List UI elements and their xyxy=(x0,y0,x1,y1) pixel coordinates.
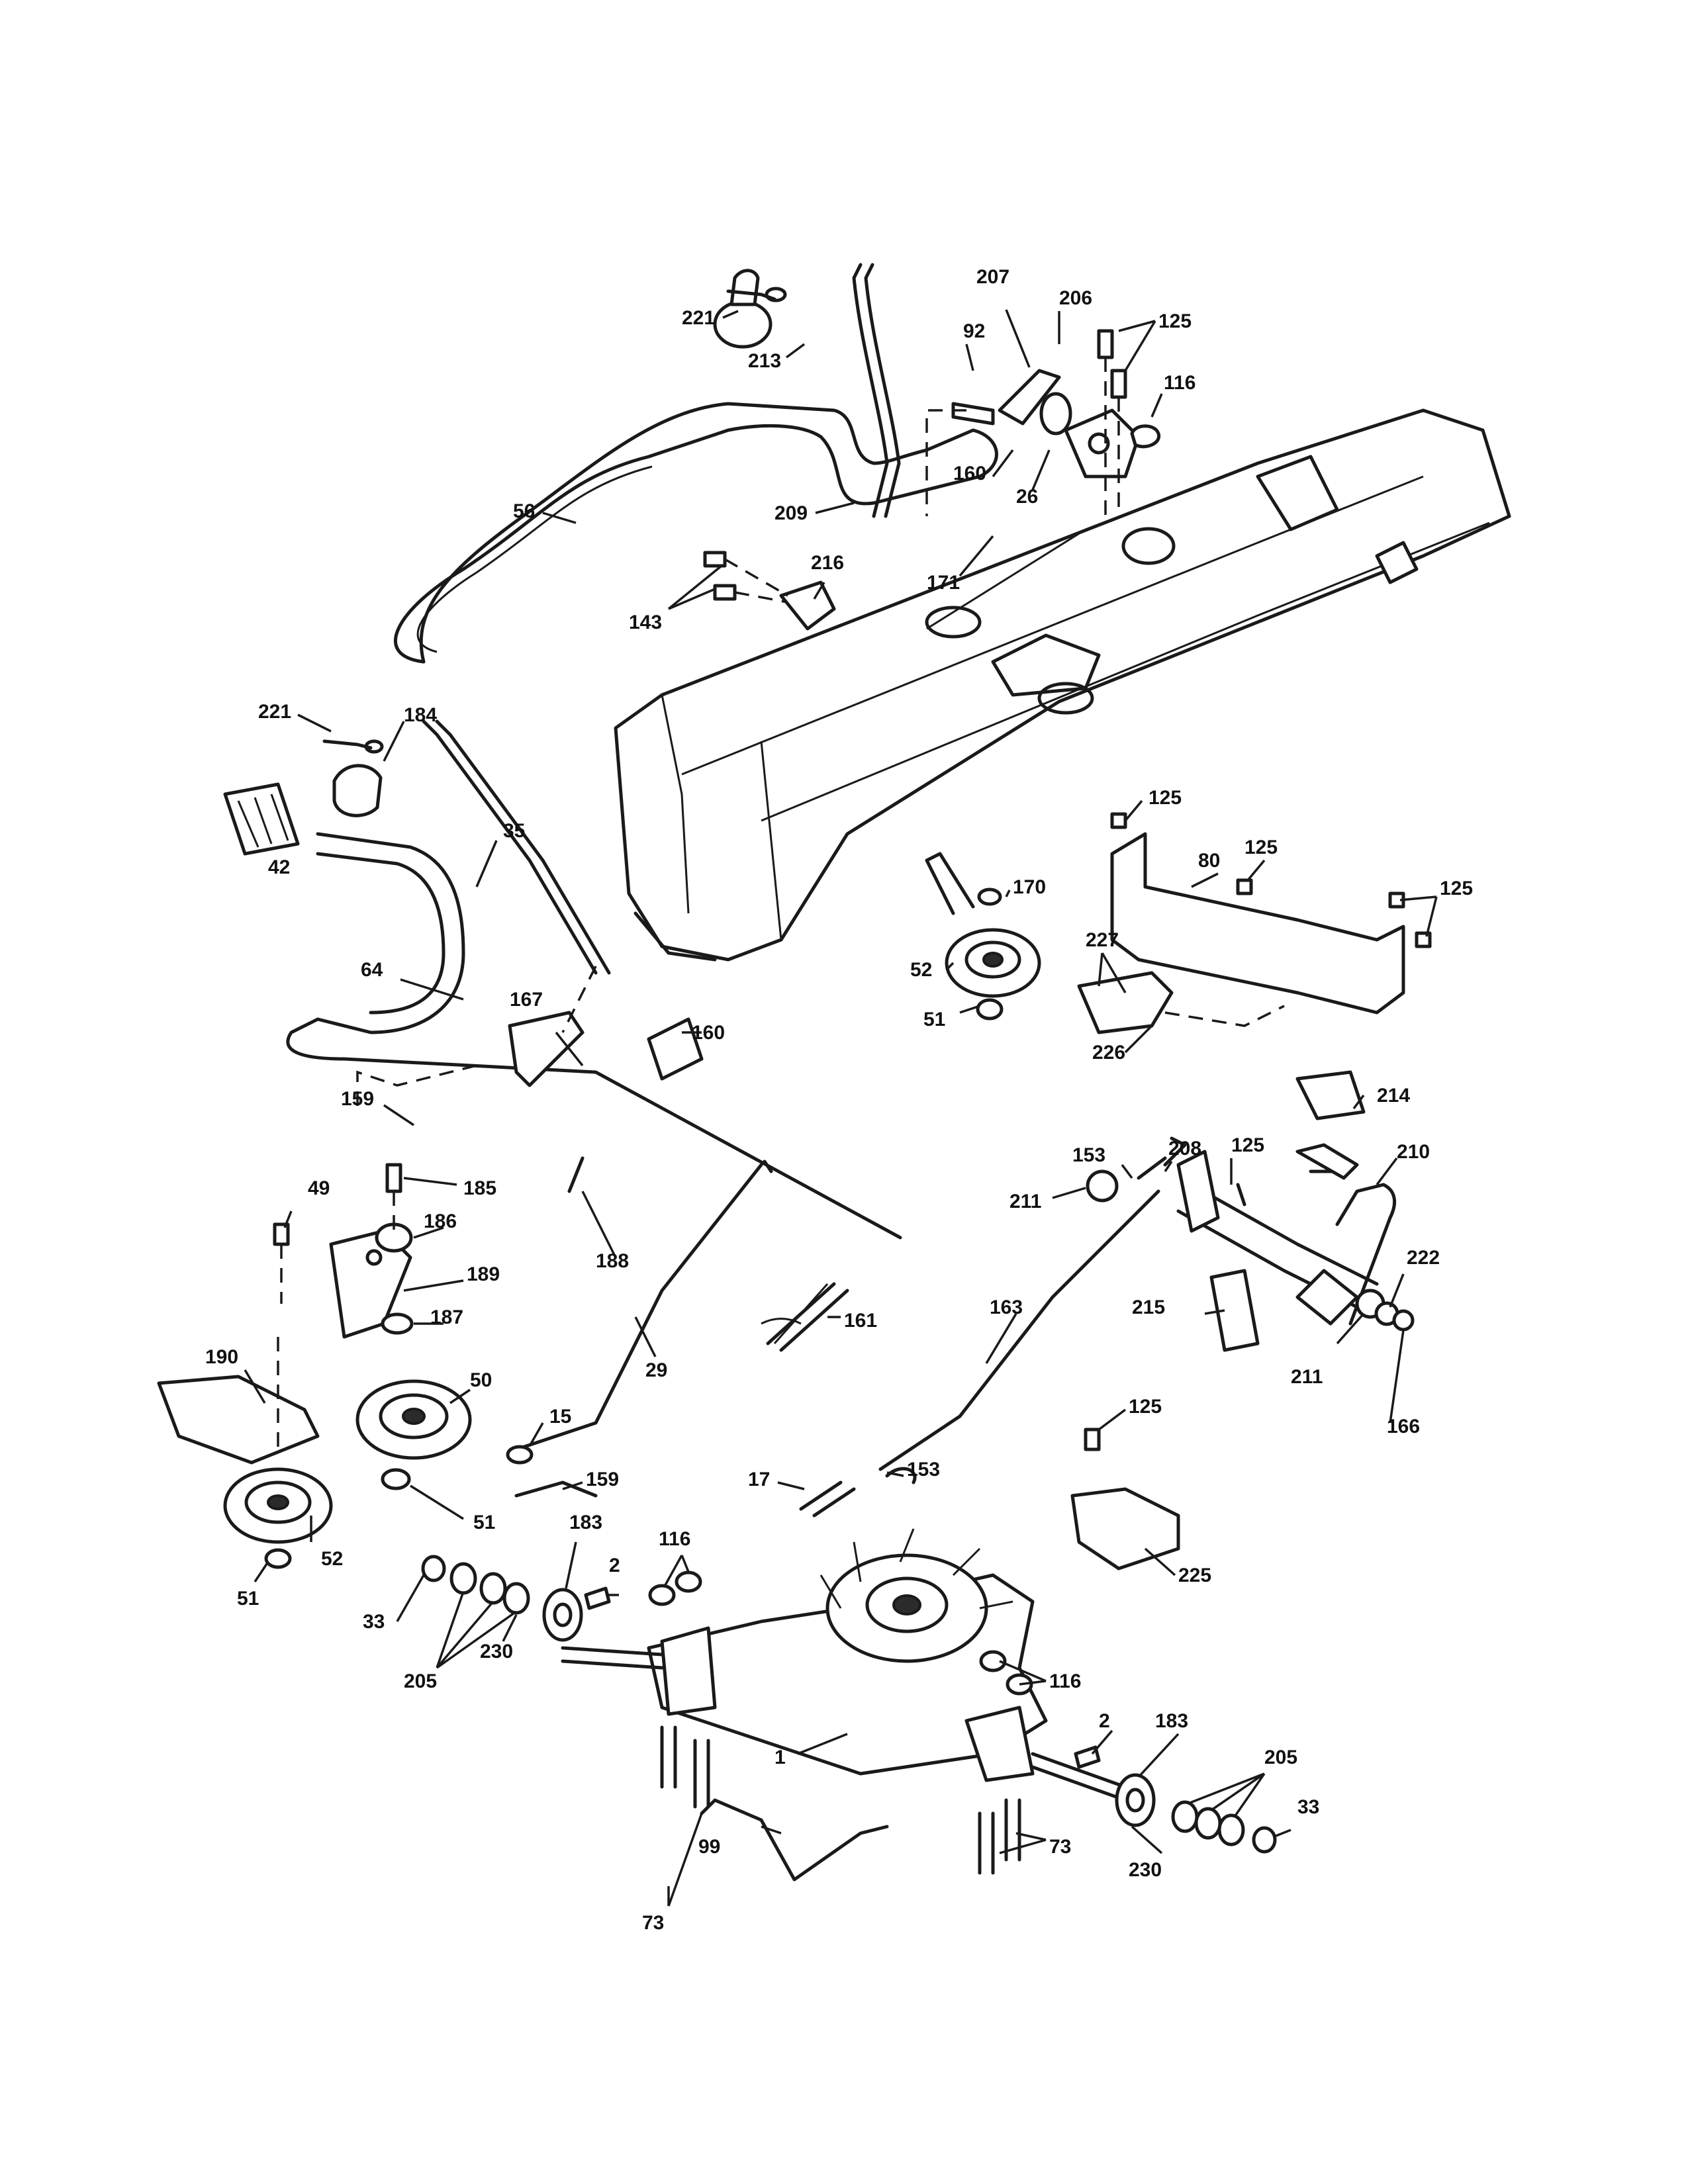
bracket-80-assembly xyxy=(1077,812,1432,1034)
callout-label: 143 xyxy=(629,612,662,633)
callout-label: 185 xyxy=(463,1177,496,1199)
callout-label: 205 xyxy=(1264,1747,1297,1768)
callout-labels: 221 213 207 92 206 125 116 160 26 56 209… xyxy=(205,266,1473,1934)
axle-hardware-right xyxy=(1074,1745,1277,1854)
callout-label: 1 xyxy=(774,1747,786,1768)
callout-label: 125 xyxy=(1158,310,1192,332)
callout-label: 2 xyxy=(1099,1710,1110,1732)
callout-label: 73 xyxy=(1049,1836,1071,1858)
callout-label: 187 xyxy=(430,1306,463,1328)
callout-label: 49 xyxy=(308,1177,330,1199)
callout-label: 159 xyxy=(341,1088,374,1110)
callout-label: 125 xyxy=(1149,787,1182,809)
callout-label: 211 xyxy=(1009,1191,1041,1212)
callout-label: 183 xyxy=(569,1512,602,1533)
callout-label: 29 xyxy=(645,1359,667,1381)
callout-label: 221 xyxy=(682,307,715,329)
callout-label: 206 xyxy=(1059,287,1092,309)
callout-label: 92 xyxy=(963,320,985,342)
callout-label: 80 xyxy=(1198,850,1220,872)
callout-label: 33 xyxy=(1297,1796,1319,1818)
callout-label: 205 xyxy=(404,1670,437,1692)
callout-label: 186 xyxy=(424,1210,457,1232)
idler-pulley-center xyxy=(925,852,1041,1021)
callout-label: 216 xyxy=(811,552,844,574)
callout-label: 153 xyxy=(907,1459,940,1480)
callout-label: 33 xyxy=(363,1611,385,1633)
callout-label: 210 xyxy=(1397,1141,1430,1163)
callout-label: 153 xyxy=(1072,1144,1105,1166)
callout-label: 227 xyxy=(1086,929,1119,951)
callout-label: 17 xyxy=(748,1469,770,1490)
callout-label: 159 xyxy=(586,1469,619,1490)
callout-label: 208 xyxy=(1168,1138,1201,1160)
callout-label: 215 xyxy=(1132,1297,1165,1318)
idler-pulleys-left xyxy=(157,1163,472,1569)
callout-label: 221 xyxy=(258,701,291,723)
callout-label: 56 xyxy=(513,500,535,522)
callout-label: 211 xyxy=(1291,1366,1323,1388)
callout-label: 226 xyxy=(1092,1042,1125,1064)
callout-label: 189 xyxy=(467,1263,500,1285)
callout-label: 42 xyxy=(268,856,290,878)
callout-label: 116 xyxy=(1049,1670,1081,1692)
callout-label: 209 xyxy=(774,502,808,524)
leader-lines xyxy=(244,309,1438,1907)
callout-label: 207 xyxy=(976,266,1009,288)
callout-label: 167 xyxy=(510,989,543,1011)
callout-label: 51 xyxy=(473,1512,495,1533)
callout-label: 52 xyxy=(910,959,932,981)
callout-label: 171 xyxy=(927,572,960,594)
callout-label: 116 xyxy=(1164,372,1196,394)
rod-99 xyxy=(700,1798,889,1882)
callout-label: 225 xyxy=(1178,1565,1211,1586)
lift-lever-assembly xyxy=(223,719,902,1240)
callout-label: 213 xyxy=(748,350,781,372)
callout-label: 26 xyxy=(1016,486,1038,508)
callout-label: 190 xyxy=(205,1346,238,1368)
callout-label: 51 xyxy=(923,1009,945,1030)
callout-label: 73 xyxy=(642,1912,664,1934)
callout-label: 170 xyxy=(1013,876,1046,898)
callout-label: 52 xyxy=(321,1548,343,1570)
callout-label: 163 xyxy=(990,1297,1023,1318)
callout-label: 161 xyxy=(844,1310,877,1332)
callout-label: 51 xyxy=(237,1588,259,1610)
callout-label: 166 xyxy=(1387,1416,1420,1437)
callout-label: 50 xyxy=(470,1369,492,1391)
rods-and-springs xyxy=(506,1156,1160,1518)
callout-label: 116 xyxy=(659,1528,690,1550)
shift-lever-assembly xyxy=(713,263,901,518)
callout-label: 125 xyxy=(1244,837,1278,858)
callout-label: 99 xyxy=(698,1836,720,1858)
callout-label: 183 xyxy=(1155,1710,1188,1732)
callout-label: 160 xyxy=(953,463,986,484)
callout-label: 15 xyxy=(549,1406,571,1428)
pedal-assembly xyxy=(1086,1070,1415,1352)
callout-label: 125 xyxy=(1440,878,1473,899)
callout-label: 230 xyxy=(1129,1859,1162,1881)
shift-bracket-assembly xyxy=(925,329,1161,649)
callout-label: 35 xyxy=(503,820,525,842)
callout-label: 184 xyxy=(404,704,437,726)
callout-label: 214 xyxy=(1377,1085,1410,1107)
callout-label: 125 xyxy=(1129,1396,1162,1418)
bracket-216 xyxy=(703,551,836,631)
axle-hardware-left xyxy=(421,1555,611,1642)
callout-label: 125 xyxy=(1231,1134,1264,1156)
callout-label: 230 xyxy=(480,1641,513,1662)
drive-belt xyxy=(394,402,998,664)
transaxle xyxy=(561,1528,1127,1875)
callout-label: 188 xyxy=(596,1250,629,1272)
chassis-frame xyxy=(614,408,1511,962)
callout-label: 64 xyxy=(361,959,383,981)
callout-label: 160 xyxy=(692,1022,725,1044)
callout-label: 2 xyxy=(609,1555,620,1576)
bracket-225 xyxy=(1070,1428,1180,1570)
callout-label: 222 xyxy=(1407,1247,1440,1269)
